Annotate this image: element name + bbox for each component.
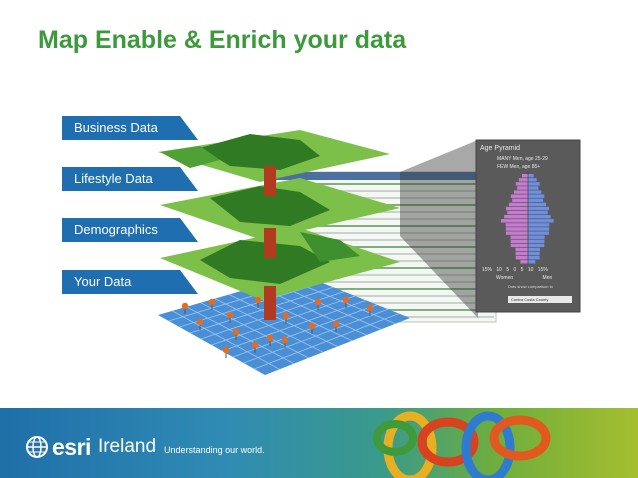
age-pyramid-panel bbox=[475, 139, 581, 313]
pyramid-bar-men bbox=[528, 231, 549, 235]
pyramid-axis-labels: 15% 10 5 0 5 10 15% bbox=[482, 267, 548, 273]
pyramid-bar-women bbox=[510, 243, 528, 248]
globe-icon bbox=[26, 436, 48, 458]
pyramid-bar-women bbox=[512, 198, 528, 202]
pin-icon bbox=[366, 304, 374, 312]
pyramid-bar-women bbox=[513, 190, 528, 194]
pyramid-bar-men bbox=[528, 174, 534, 178]
grid-line bbox=[232, 304, 378, 358]
pyramid-bar-women bbox=[505, 227, 528, 231]
pyramid-bar-women bbox=[517, 186, 528, 190]
pyramid-region-select[interactable]: Contra Costa County bbox=[508, 296, 572, 303]
pin-icon bbox=[281, 336, 289, 344]
pyramid-bar-women bbox=[505, 231, 528, 235]
footer-banner: esri Ireland Understanding our world. bbox=[0, 408, 638, 478]
pyramid-bar-women bbox=[515, 251, 528, 256]
pyramid-bar-men bbox=[528, 235, 545, 239]
grid-line bbox=[254, 313, 400, 370]
pyramid-bar-women bbox=[510, 194, 528, 198]
pyramid-women-label: Women bbox=[496, 275, 514, 281]
pyramid-bar-men bbox=[528, 194, 545, 198]
pyramid-bar-men bbox=[528, 202, 547, 207]
connector-column bbox=[264, 166, 276, 196]
demographics-layer bbox=[160, 228, 400, 300]
lifestyle-layer bbox=[160, 178, 400, 240]
pyramid-title: Age Pyramid bbox=[480, 145, 521, 152]
pyramid-men-label: Men bbox=[542, 275, 553, 281]
pin-icon bbox=[266, 334, 274, 342]
pyramid-bar-women bbox=[510, 235, 528, 239]
grid-line bbox=[222, 300, 367, 352]
business-layer bbox=[158, 130, 390, 182]
pyramid-bar-men bbox=[528, 182, 540, 186]
pyramid-bar-men bbox=[528, 215, 551, 219]
pyramid-bar-women bbox=[522, 174, 528, 178]
pin-icon bbox=[232, 328, 240, 336]
pyramid-bar-women bbox=[510, 239, 528, 243]
pin-icon bbox=[308, 322, 316, 330]
pyramid-bar-men bbox=[528, 227, 550, 231]
pyramid-bar-women bbox=[501, 219, 528, 223]
pyramid-bar-women bbox=[509, 202, 528, 207]
pyramid-bar-women bbox=[515, 256, 528, 260]
pyramid-bar-women bbox=[505, 223, 528, 227]
pyramid-bar-men bbox=[528, 243, 545, 248]
pyramid-note: Dots show comparison to bbox=[508, 284, 553, 289]
pyramid-bar-men bbox=[528, 247, 540, 252]
pyramid-bar-men bbox=[528, 178, 537, 182]
label-lifestyle-data: Lifestyle Data bbox=[62, 167, 180, 191]
chain-links-image bbox=[373, 411, 551, 478]
pyramid-bar-women bbox=[507, 210, 528, 215]
data-pins bbox=[181, 296, 374, 358]
pin-icon bbox=[254, 296, 262, 304]
pyramid-bar-men bbox=[528, 251, 540, 256]
grid-line bbox=[211, 295, 356, 346]
pin-icon bbox=[251, 341, 259, 349]
pyramid-bar-men bbox=[528, 198, 544, 202]
connector-column bbox=[264, 228, 276, 258]
label-business-data: Business Data bbox=[62, 116, 180, 140]
pin-icon bbox=[196, 318, 204, 326]
pyramid-bar-men bbox=[528, 223, 550, 227]
pyramid-bar-women bbox=[518, 178, 528, 182]
label-your-data: Your Data bbox=[62, 270, 180, 294]
pin-icon bbox=[208, 298, 216, 306]
pyramid-bar-men bbox=[528, 210, 548, 215]
pyramid-bar-men bbox=[528, 260, 536, 264]
pyramid-legend-few: FEW Men, age 85+ bbox=[497, 164, 541, 170]
pin-icon bbox=[222, 346, 230, 354]
brand-name: esri bbox=[52, 433, 91, 460]
pin-icon bbox=[181, 302, 189, 310]
pin-icon bbox=[332, 320, 340, 328]
pyramid-bar-women bbox=[505, 206, 528, 211]
pyramid-bar-men bbox=[528, 190, 542, 194]
pin-icon bbox=[282, 312, 290, 320]
pyramid-bar-women bbox=[515, 182, 528, 186]
region-name: Ireland bbox=[97, 436, 157, 457]
pin-icon bbox=[226, 311, 234, 319]
pyramid-bar-men bbox=[528, 239, 545, 243]
grid-line bbox=[243, 308, 389, 364]
pyramid-sex-labels: Women Men bbox=[496, 275, 576, 281]
layer-stack-illustration bbox=[158, 116, 581, 375]
pyramid-bar-men bbox=[528, 256, 540, 260]
pyramid-bar-men bbox=[528, 219, 554, 223]
pyramid-bar-women bbox=[504, 215, 528, 219]
pin-icon bbox=[342, 296, 350, 304]
pyramid-bar-men bbox=[528, 206, 549, 211]
pyramid-bar-men bbox=[528, 186, 539, 190]
pyramid-bar-women bbox=[515, 247, 528, 252]
pyramid-legend-many: MANY Men, age 25-29 bbox=[497, 156, 548, 162]
connector-column bbox=[264, 286, 276, 320]
label-demographics: Demographics bbox=[62, 218, 180, 242]
pyramid-bar-women bbox=[520, 260, 528, 264]
page-title: Map Enable & Enrich your data bbox=[38, 26, 407, 54]
pin-icon bbox=[314, 298, 322, 306]
tagline: Understanding our world. bbox=[164, 444, 265, 455]
esri-ireland-logo: esri Ireland Understanding our world. bbox=[26, 433, 265, 460]
